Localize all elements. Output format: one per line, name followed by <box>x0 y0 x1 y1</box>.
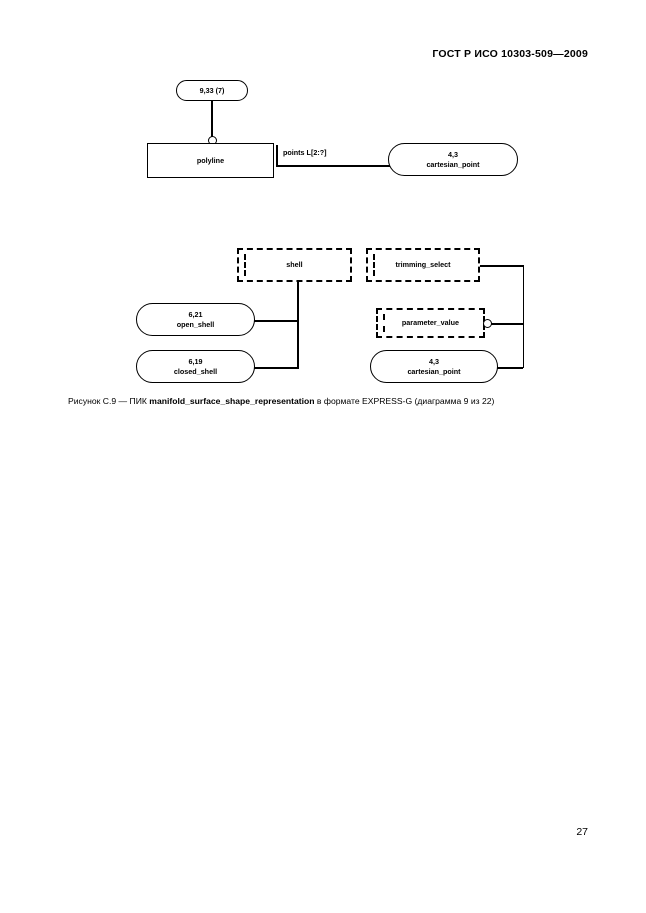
figure-caption-suffix: в формате EXPRESS-G (диаграмма 9 из 22) <box>314 396 495 406</box>
node-number: 4,3 <box>448 150 458 160</box>
node-name: parameter_value <box>401 318 460 328</box>
node-name: open_shell <box>176 319 215 329</box>
node-number: 6,21 <box>188 310 203 320</box>
node-reference-cartesian-point-upper: 4,3 cartesian_point <box>388 143 518 176</box>
node-name: trimming_select <box>395 260 451 270</box>
node-number: 6,19 <box>188 357 203 367</box>
node-reference-open-shell: 6,21 open_shell <box>136 303 255 336</box>
connector-trimming-select-out <box>480 265 524 267</box>
page-number: 27 <box>576 826 588 838</box>
connector-shell-to-open-shell <box>253 320 298 322</box>
figure-caption: Рисунок С.9 — ПИК manifold_surface_shape… <box>68 396 598 408</box>
document-header-standard-number: ГОСТ Р ИСО 10303-509—2009 <box>432 48 588 60</box>
connector-trimming-select-bus <box>522 265 525 368</box>
edge-label-points: points L[2:?] <box>282 148 328 157</box>
node-name: cartesian_point <box>407 366 461 376</box>
node-reference-cartesian-point-lower: 4,3 cartesian_point <box>370 350 498 383</box>
node-name: shell <box>286 260 303 270</box>
node-name: cartesian_point <box>426 159 480 169</box>
figure-caption-prefix: Рисунок С.9 — ПИК <box>68 396 150 406</box>
edge-tick-points <box>276 145 279 167</box>
connector-page-ref-to-polyline <box>211 101 214 138</box>
node-select-trimming-select: trimming_select <box>366 248 480 282</box>
connector-trimming-select-to-parameter-value <box>490 323 523 325</box>
figure-caption-entity-name: manifold_surface_shape_representation <box>149 396 315 406</box>
node-name: polyline <box>196 155 225 165</box>
node-select-shell: shell <box>237 248 352 282</box>
node-number: 9,33 (7) <box>199 85 225 95</box>
node-name: closed_shell <box>173 366 218 376</box>
connector-shell-bus <box>297 282 300 369</box>
node-number: 4,3 <box>429 357 439 367</box>
node-reference-closed-shell: 6,19 closed_shell <box>136 350 255 383</box>
node-page-reference-9-33: 9,33 (7) <box>176 80 248 101</box>
node-entity-polyline: polyline <box>147 143 274 178</box>
connector-trimming-select-to-cartesian-point <box>497 367 523 369</box>
node-defined-type-parameter-value: parameter_value <box>376 308 485 338</box>
connector-shell-to-closed-shell <box>253 367 298 369</box>
connector-circle-parameter-value <box>483 318 492 328</box>
edge-line-points <box>276 165 394 167</box>
